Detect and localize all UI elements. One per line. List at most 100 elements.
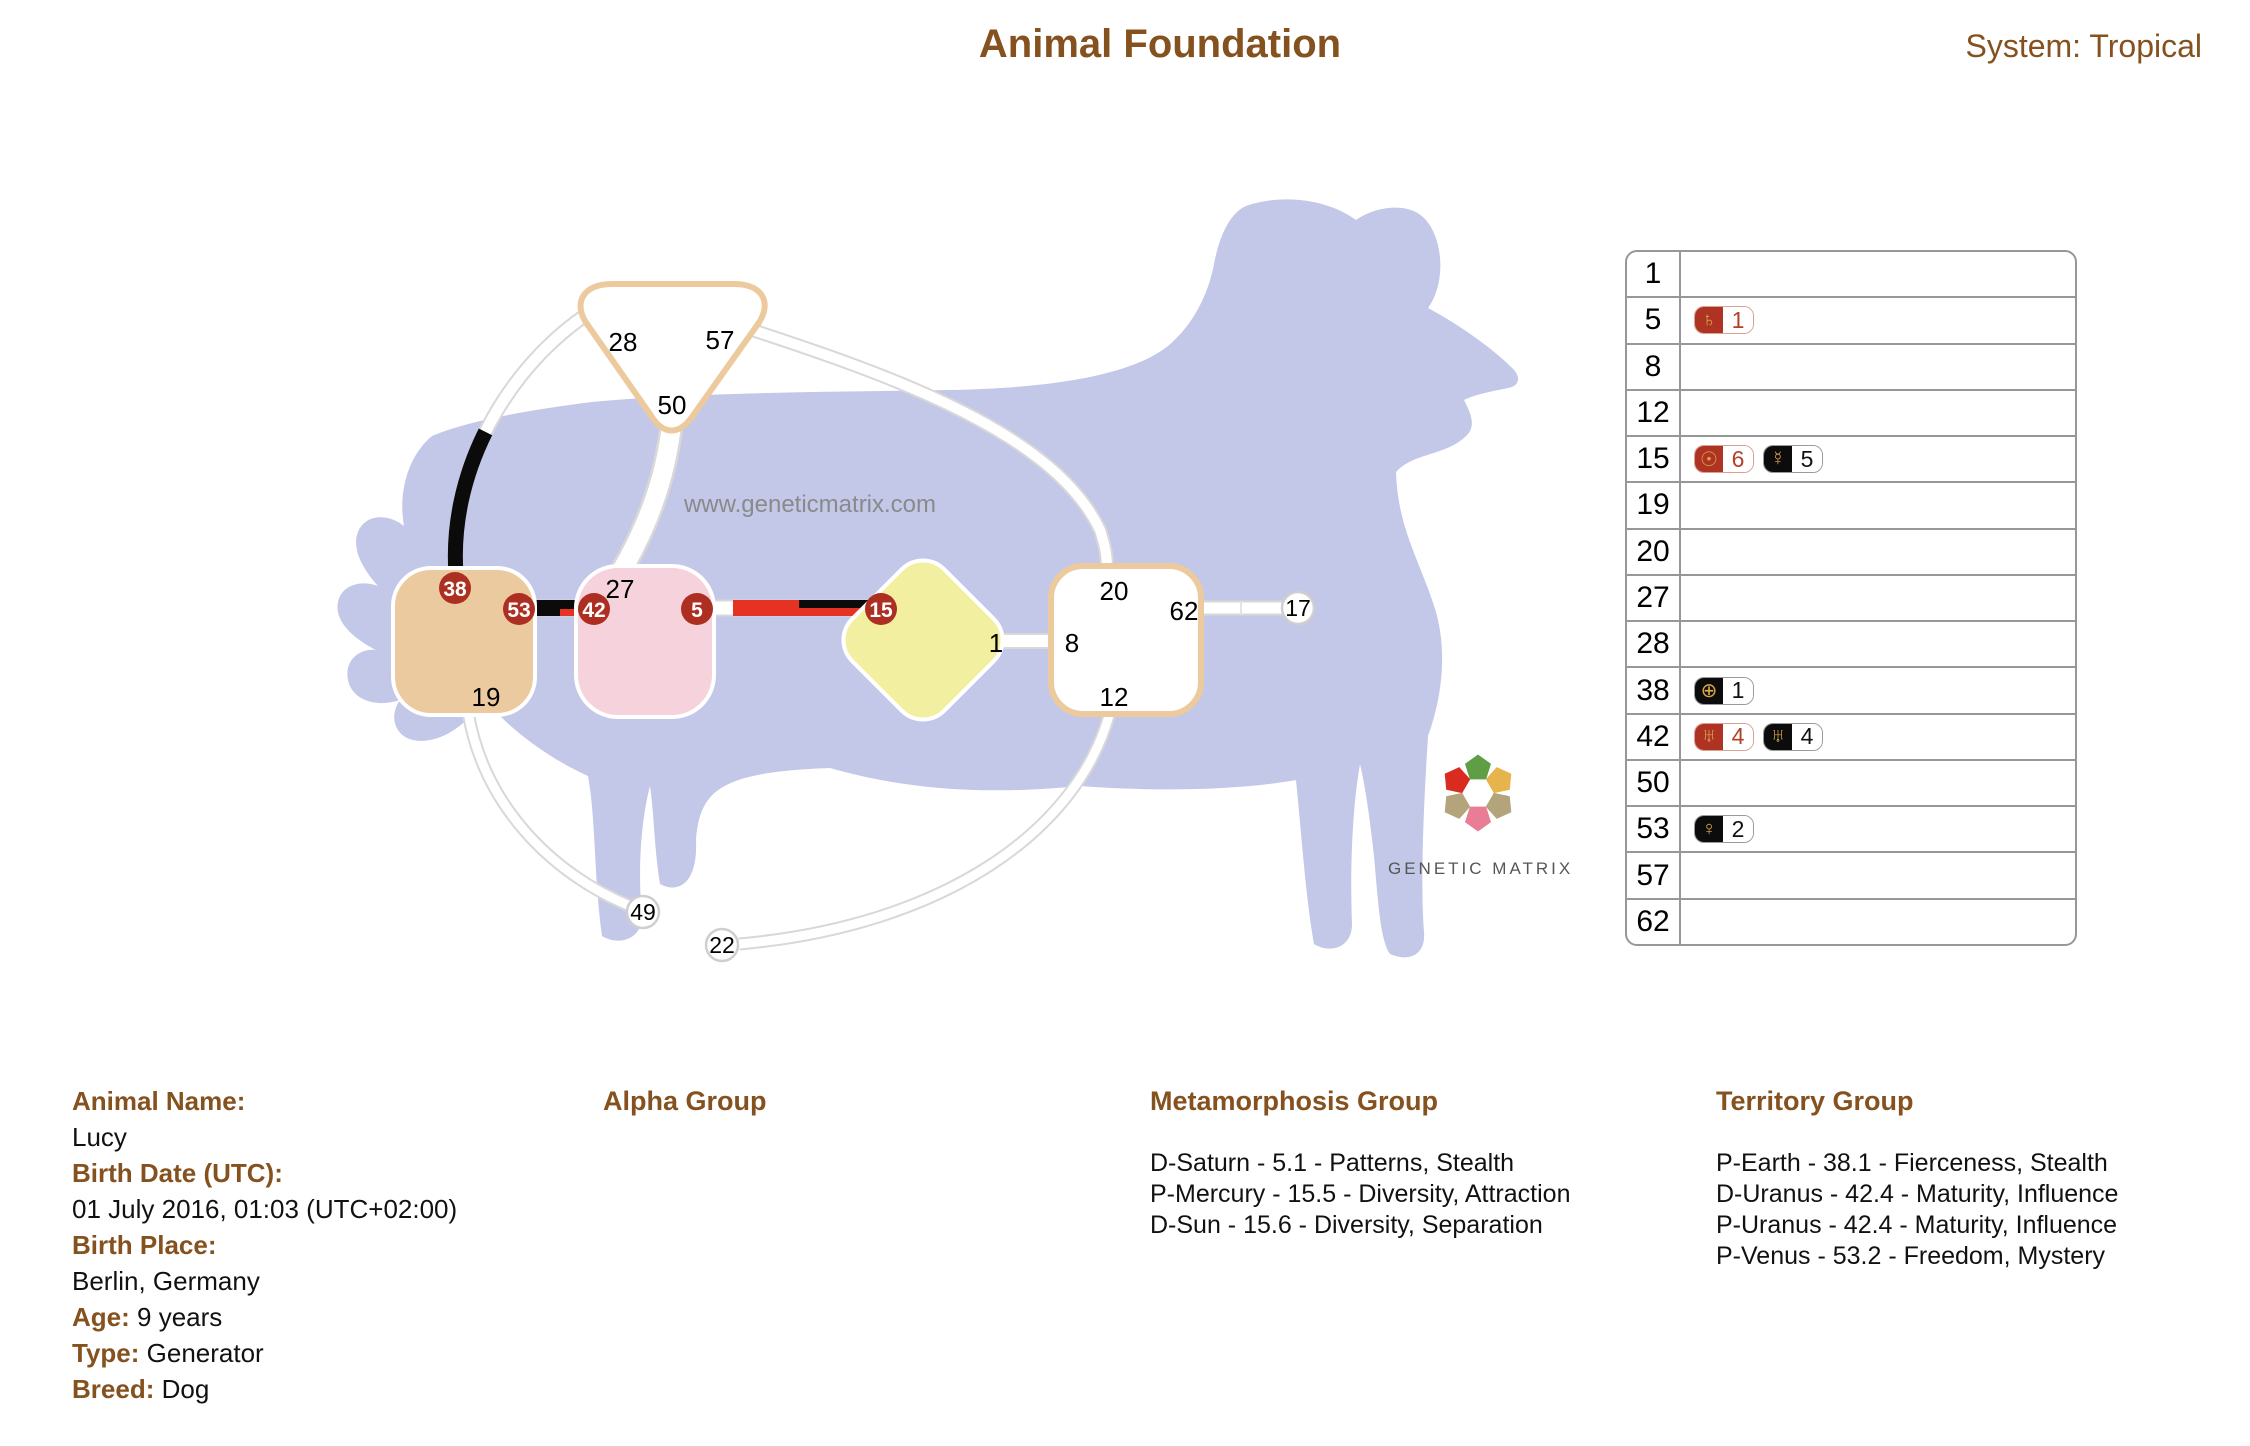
gate-table-badges [1681,391,2075,435]
gate-circles-open [625,590,1316,963]
group-item: D-Saturn - 5.1 - Patterns, Stealth [1150,1149,1515,1177]
gate-table-badges: ♄1 [1681,298,2075,342]
gate-table-row: 27 [1627,575,2075,623]
gate-15-label: 15 [869,599,893,622]
gate-circles-activated [439,572,897,625]
gate-table-number: 38 [1627,668,1681,713]
gate-table-badges: ♅4♅4 [1681,715,2075,759]
gate-table-number: 53 [1627,807,1681,852]
gate-table-number: 20 [1627,529,1681,574]
group-item: P-Mercury - 15.5 - Diversity, Attraction [1150,1180,1571,1208]
birth-place-value: Berlin, Germany [72,1266,260,1296]
gate-table-number: 57 [1627,853,1681,898]
gate-table-badges [1681,853,2075,897]
system-label: System: Tropical [1965,28,2202,64]
gate-5-label: 5 [691,599,703,622]
gate-table-number: 12 [1627,390,1681,436]
gate-22-circle [704,927,740,963]
gate-table-badges [1681,252,2075,296]
badge-line-number: 2 [1723,816,1753,843]
gate-table-row: 19 [1627,483,2075,530]
gate-table-number: 42 [1627,714,1681,759]
gate-table-row: 53♀2 [1627,807,2075,854]
gate-38-circle [439,572,471,604]
gate-62-label: 62 [1170,596,1199,626]
group-item: P-Venus - 53.2 - Freedom, Mystery [1716,1242,2106,1270]
gate-12-label: 12 [1100,682,1129,712]
birth-date-value: 01 July 2016, 01:03 (UTC+02:00) [72,1194,458,1224]
type-line: Type: Generator [72,1338,264,1369]
gate-57-label: 57 [706,325,735,355]
badge-line-number: 1 [1723,677,1753,704]
gate-table-row: 1 [1627,252,2075,299]
group-item: P-Earth - 38.1 - Fierceness, Stealth [1716,1149,2108,1177]
gate-labels-small: 17 49 22 [630,595,1311,958]
gate-22-label: 22 [709,932,735,958]
gate-27-label: 27 [606,574,635,604]
genetic-matrix-logo: GENETIC MATRIX [1388,738,1570,879]
badge-line-number: 4 [1792,723,1822,750]
planet-badge-design: ♅4 [1694,722,1754,751]
gate-table-number: 19 [1627,483,1681,528]
badge-line-number: 4 [1723,723,1753,750]
uranus-icon: ♅ [1695,723,1723,750]
gate-53-circle [503,593,535,625]
gate-8-label: 8 [1065,628,1079,658]
gate-table-row: 12 [1627,390,2075,438]
center-sacral-square [574,564,716,719]
channel-62-17 [1197,600,1290,616]
age-value: 9 years [129,1302,223,1332]
sun-icon: ☉ [1695,446,1723,473]
earth-icon: ⊕ [1695,677,1723,704]
channel-50-27-fill [613,419,682,575]
saturn-icon: ♄ [1695,307,1723,334]
badge-line-number: 6 [1723,446,1753,473]
center-head-triangle [577,281,768,434]
type-value: Generator [139,1338,264,1368]
age-label: Age: [72,1302,130,1332]
metamorphosis-group-heading: Metamorphosis Group [1150,1086,1439,1116]
gate-17-label: 17 [1285,595,1311,621]
gate-53-label: 53 [507,599,530,622]
genetic-matrix-logo-icon [1444,754,1512,832]
gate-labels-activated: 38 53 42 5 15 [443,578,893,622]
gate-15-circle [865,593,897,625]
gate-table-number: 8 [1627,344,1681,389]
badge-line-number: 5 [1792,446,1822,473]
gate-table-number: 27 [1627,575,1681,621]
gate-table-row: 57 [1627,853,2075,900]
gate-table-badges: ♀2 [1681,807,2075,851]
gate-table-badges [1681,622,2075,666]
watermark-link[interactable]: www.geneticmatrix.com [683,491,936,518]
gate-table-row: 62 [1627,899,2075,944]
gate-20-label: 20 [1100,576,1129,606]
gate-table-badges [1681,345,2075,389]
planet-badge-design: ♄1 [1694,306,1754,335]
gate-19-label: 19 [472,682,501,712]
venus-icon: ♀ [1695,816,1723,843]
type-label: Type: [72,1338,140,1368]
uranus-icon: ♅ [1764,723,1792,750]
gate-1-label: 1 [989,628,1003,658]
channel-57-20-fill [744,323,1112,569]
gate-table-badges: ☉6 ☿5 [1681,437,2075,481]
age-line: Age: 9 years [72,1302,222,1333]
mercury-icon: ☿ [1764,446,1792,473]
gate-28-label: 28 [609,327,638,357]
gate-table-row: 42♅4♅4 [1627,714,2075,761]
gate-table-number: 62 [1627,899,1681,944]
gate-49-circle [625,894,661,930]
gate-table-number: 28 [1627,622,1681,667]
badge-line-number: 1 [1723,307,1753,334]
gate-table-badges [1681,483,2075,527]
channel-19-49-fill [463,711,632,911]
center-root-square [391,566,537,717]
birth-date-label: Birth Date (UTC): [72,1158,283,1188]
gate-table-badges: ⊕1 [1681,668,2075,712]
gate-table-row: 28 [1627,622,2075,669]
breed-value: Dog [154,1374,210,1404]
